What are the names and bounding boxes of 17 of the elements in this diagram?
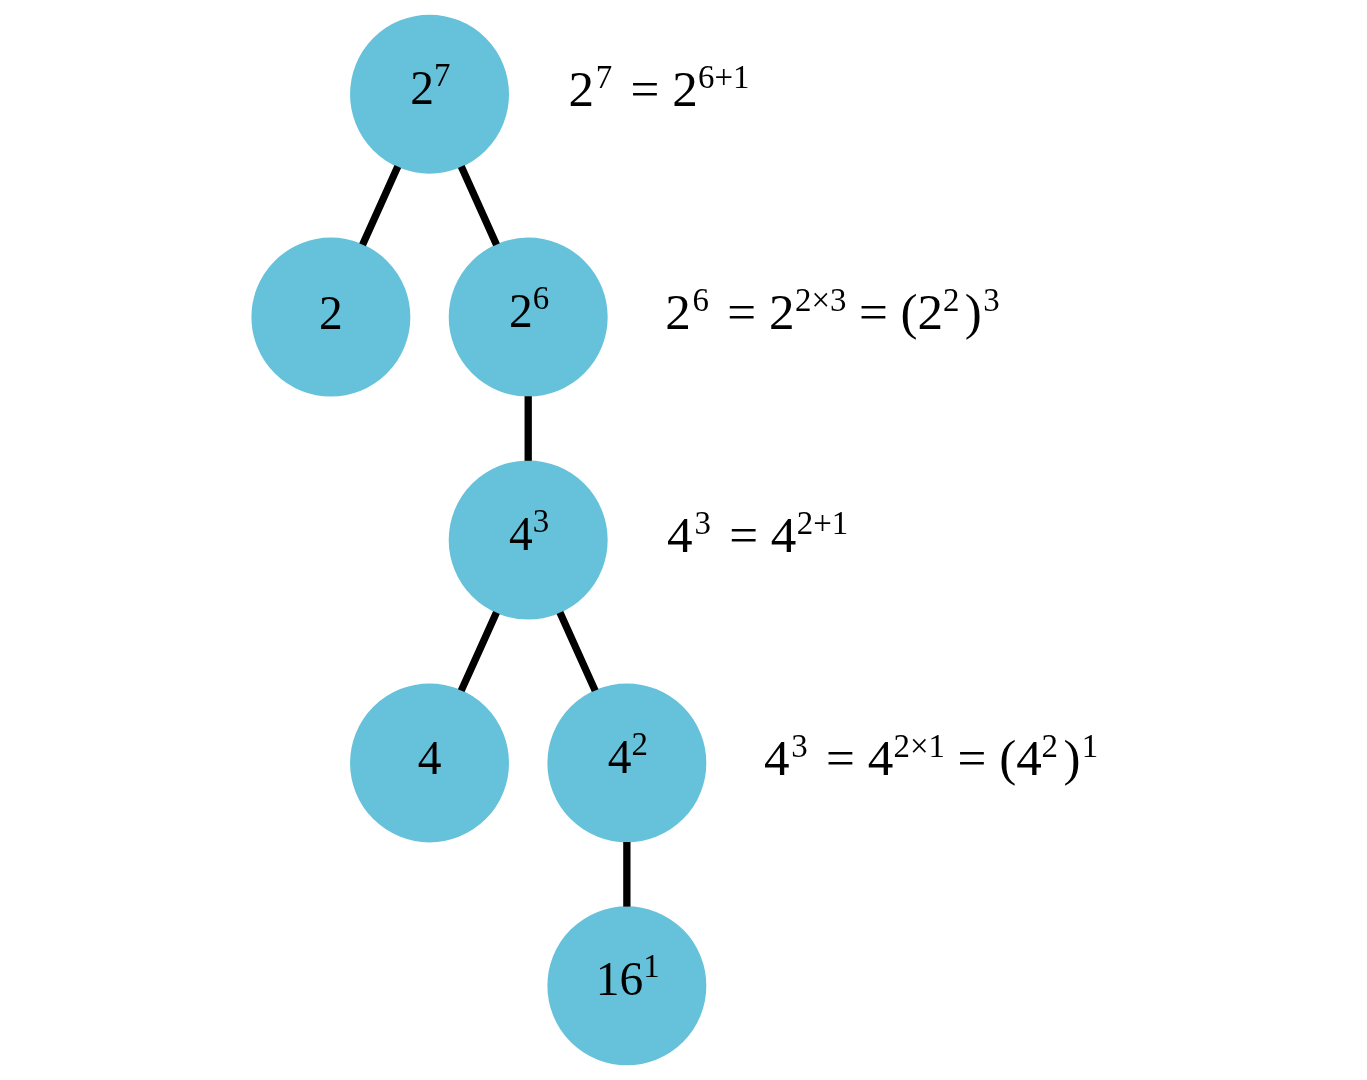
connector: [457, 610, 500, 693]
node-label: 2$^{7}$ = 2$^{6+1}$: [568, 58, 750, 117]
node-label: 2$^{6}$ = 2$^{2×3}$ = (2$^{2}$)$^{3}$: [665, 281, 1000, 340]
connector: [359, 165, 402, 247]
connector: [524, 396, 532, 461]
node-label: 4$^{3}$ = 4$^{2+1}$: [667, 504, 849, 563]
node-circle: 4$^{2}$: [547, 683, 707, 843]
node-circle: 2: [251, 237, 411, 397]
connector: [457, 165, 500, 247]
node-circle: 16$^{1}$: [547, 906, 707, 1066]
connector: [623, 842, 631, 907]
node-label: 4$^{3}$ = 4$^{2×1}$ = (4$^{2}$)$^{1}$: [763, 727, 1099, 786]
node-circle: 2$^{7}$: [350, 14, 509, 174]
node-circle: 4$^{3}$: [448, 460, 608, 620]
node-circle: 4: [350, 683, 509, 843]
connector: [556, 610, 599, 693]
node-circle: 2$^{6}$: [448, 237, 608, 397]
